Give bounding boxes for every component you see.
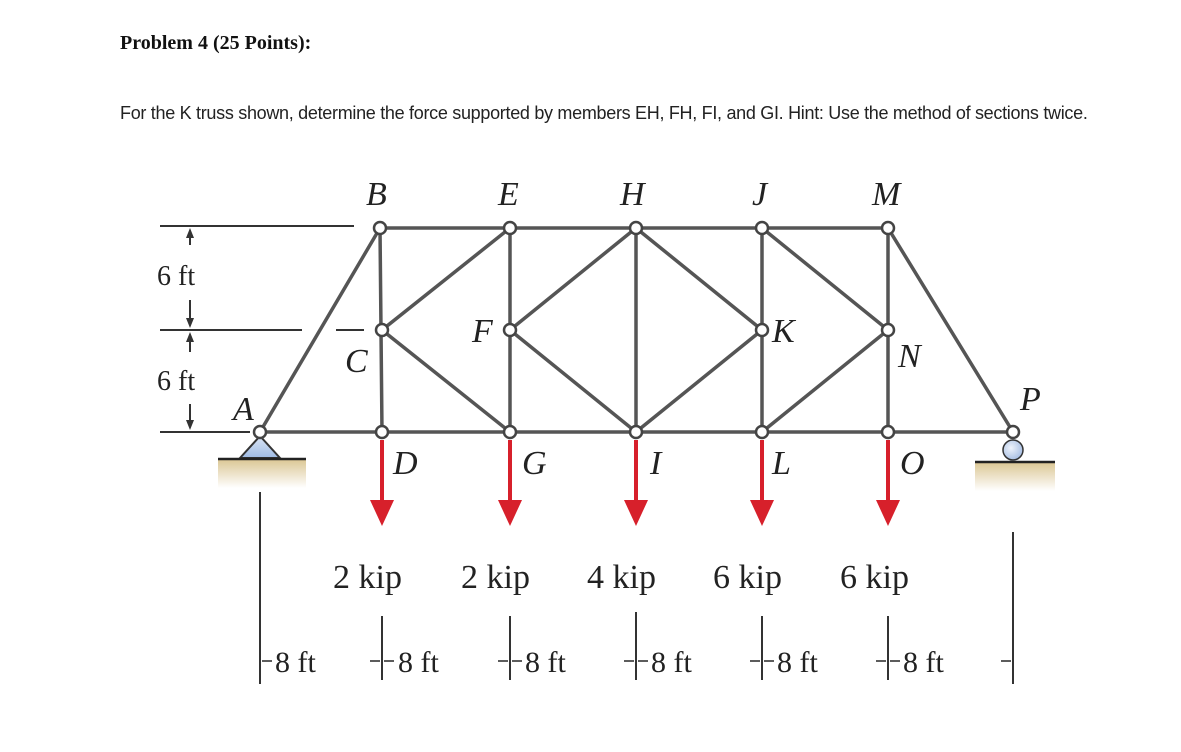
node-label-P: P [1019,381,1041,418]
load-arrow-I [624,440,648,526]
node-label-L: L [771,445,791,482]
load-label-L: 6 kip [713,559,782,596]
load-label-D: 2 kip [333,559,402,596]
height-dim-lower: 6 ft [157,366,195,397]
node-label-K: K [771,313,797,350]
truss-joints [252,220,1021,440]
pin-support [218,434,306,488]
height-dimension-lines [160,225,364,433]
node-label-C: C [345,343,368,380]
span-dim-2: 8 ft [398,646,439,679]
span-dim-1: 8 ft [275,646,316,679]
load-arrow-G [498,440,522,526]
node-label-H: H [619,176,647,213]
load-arrow-D [370,440,394,526]
problem-title: Problem 4 (25 Points): [120,32,312,54]
node-label-A: A [231,391,254,428]
span-dim-6: 8 ft [903,646,944,679]
span-dimension-lines [259,492,1014,684]
node-label-O: O [900,445,925,482]
node-label-I: I [649,445,663,482]
span-dim-5: 8 ft [777,646,818,679]
node-label-J: J [752,176,769,213]
span-dim-4: 8 ft [651,646,692,679]
truss-members [258,226,1015,434]
height-dim-upper: 6 ft [157,261,195,292]
load-arrows [370,440,900,526]
span-dim-3: 8 ft [525,646,566,679]
load-label-O: 6 kip [840,559,909,596]
load-arrow-O [876,440,900,526]
node-label-N: N [897,338,923,375]
load-arrow-L [750,440,774,526]
load-label-G: 2 kip [461,559,530,596]
node-label-E: E [497,176,519,213]
load-label-I: 4 kip [587,559,656,596]
node-label-F: F [471,313,494,350]
height-dimension-arrows [186,228,194,430]
node-label-G: G [522,445,547,482]
node-label-D: D [392,445,418,482]
node-label-B: B [366,176,387,213]
problem-statement: For the K truss shown, determine the for… [120,103,1088,123]
roller-support [975,439,1055,491]
node-label-M: M [871,176,902,213]
